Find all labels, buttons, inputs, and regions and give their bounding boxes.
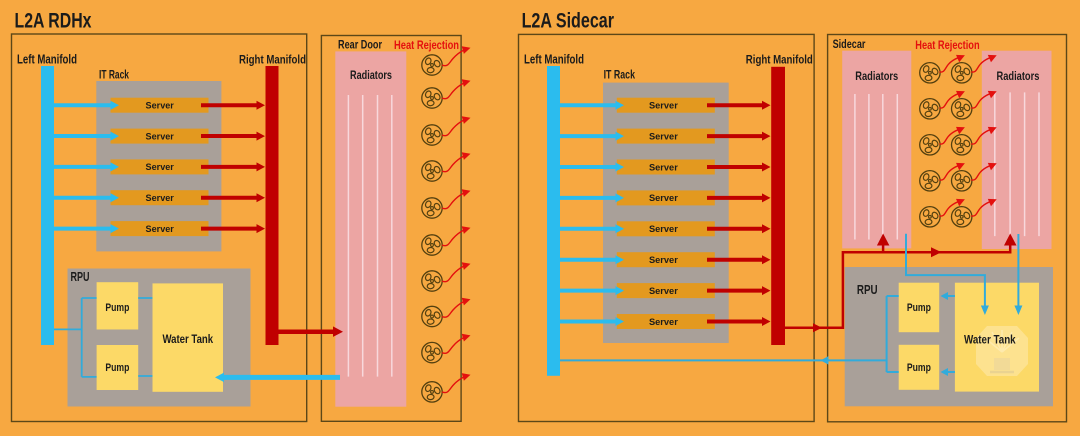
svg-text:Pump: Pump bbox=[907, 362, 931, 374]
svg-text:Server: Server bbox=[146, 101, 175, 111]
svg-text:Left Manifold: Left Manifold bbox=[17, 53, 77, 67]
svg-text:Server: Server bbox=[649, 101, 678, 111]
svg-text:Heat Rejection: Heat Rejection bbox=[394, 38, 459, 52]
svg-text:Radiators: Radiators bbox=[997, 69, 1040, 83]
svg-text:Water Tank: Water Tank bbox=[964, 332, 1016, 346]
svg-text:Radiators: Radiators bbox=[350, 68, 392, 82]
svg-text:L2A Sidecar: L2A Sidecar bbox=[522, 10, 614, 33]
svg-text:Server: Server bbox=[649, 286, 678, 296]
svg-text:Server: Server bbox=[649, 131, 678, 141]
svg-text:Radiators: Radiators bbox=[855, 69, 898, 83]
svg-text:IT Rack: IT Rack bbox=[604, 68, 636, 82]
svg-text:Right Manifold: Right Manifold bbox=[746, 54, 813, 67]
svg-text:Server: Server bbox=[146, 131, 175, 141]
svg-text:RPU: RPU bbox=[71, 270, 90, 284]
svg-text:Server: Server bbox=[146, 162, 175, 172]
svg-text:Server: Server bbox=[146, 224, 175, 234]
svg-text:Server: Server bbox=[649, 317, 678, 327]
svg-text:RPU: RPU bbox=[857, 283, 878, 297]
svg-text:Server: Server bbox=[649, 162, 678, 172]
svg-text:Rear Door: Rear Door bbox=[338, 38, 382, 52]
svg-text:Water Tank: Water Tank bbox=[162, 332, 213, 346]
svg-text:Server: Server bbox=[649, 255, 678, 265]
svg-text:Left Manifold: Left Manifold bbox=[524, 53, 584, 67]
svg-text:IT Rack: IT Rack bbox=[99, 68, 129, 82]
svg-text:Pump: Pump bbox=[105, 362, 129, 374]
svg-text:Right Manifold: Right Manifold bbox=[239, 54, 306, 67]
svg-text:Server: Server bbox=[649, 193, 678, 203]
svg-text:Pump: Pump bbox=[907, 302, 931, 314]
svg-text:Heat Rejection: Heat Rejection bbox=[915, 38, 979, 52]
svg-text:Server: Server bbox=[146, 193, 175, 203]
svg-text:Pump: Pump bbox=[105, 302, 129, 314]
svg-text:Server: Server bbox=[649, 224, 678, 234]
svg-text:L2A RDHx: L2A RDHx bbox=[15, 10, 92, 33]
svg-text:Sidecar: Sidecar bbox=[833, 37, 866, 51]
